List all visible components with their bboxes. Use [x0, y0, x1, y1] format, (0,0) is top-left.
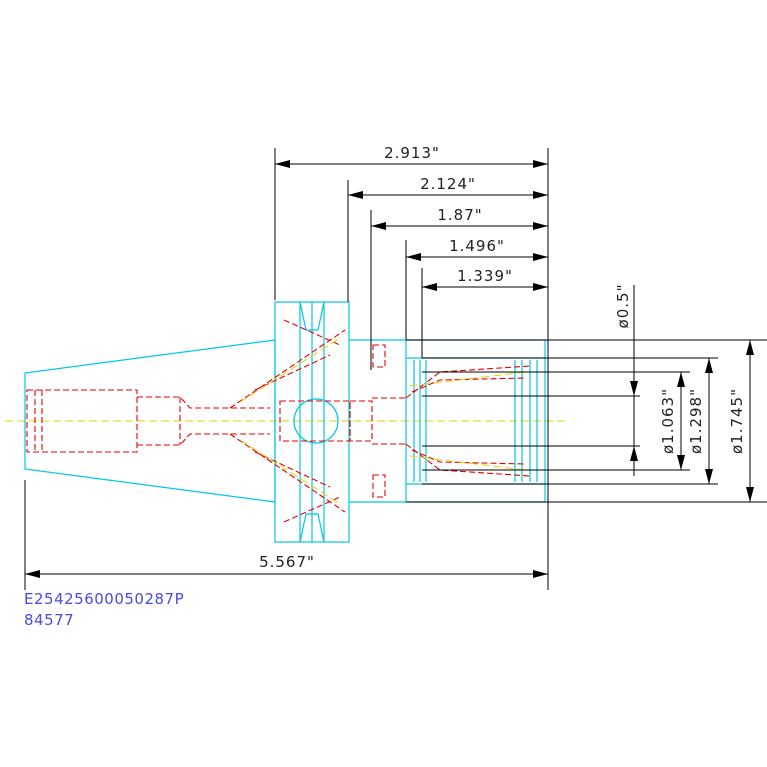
dim-2913-label: 2.913" [384, 144, 440, 162]
dim-overall-label: 5.567" [259, 553, 315, 571]
dia-05-label: ø0.5" [614, 284, 632, 329]
part-number: E25425600050287P [24, 590, 184, 608]
dim-1339-label: 1.339" [457, 267, 513, 285]
length-dimensions [24, 148, 549, 590]
item-number: 84577 [24, 611, 74, 629]
flange-accents [239, 337, 526, 505]
dim-187-label: 1.87" [437, 206, 482, 224]
dia-1745-label: ø1.745" [728, 388, 746, 454]
dia-1298-label: ø1.298" [687, 388, 705, 454]
holder-outline [24, 301, 546, 543]
dim-1496-label: 1.496" [449, 237, 505, 255]
dim-2124-label: 2.124" [420, 175, 476, 193]
diameter-dimensions [406, 285, 767, 503]
dia-1063-label: ø1.063" [659, 388, 677, 454]
hidden-lines [26, 319, 531, 523]
